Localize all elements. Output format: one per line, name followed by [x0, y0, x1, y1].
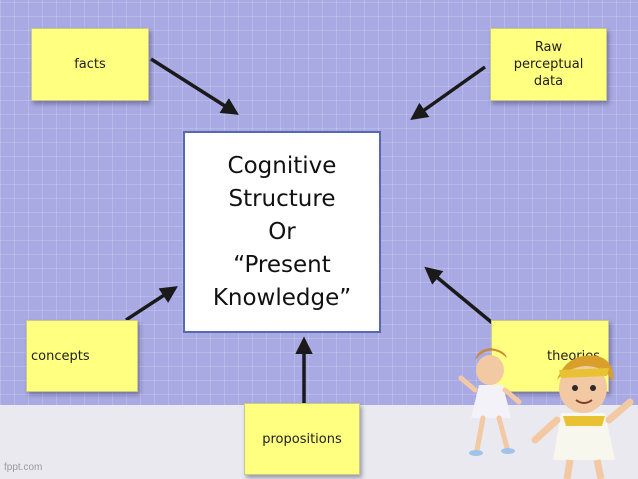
node-raw-perceptual-data-label: Raw perceptual data [513, 40, 584, 89]
node-concepts: concepts [26, 320, 138, 392]
node-facts-label: facts [74, 57, 106, 72]
watermark-text: fppt.com [4, 462, 43, 473]
center-node-label: Cognitive Structure Or “Present Knowledg… [212, 152, 352, 311]
center-node-cognitive-structure: Cognitive Structure Or “Present Knowledg… [183, 131, 381, 333]
node-raw-perceptual-data: Raw perceptual data [490, 28, 607, 101]
cartoon-dancing-figure-illustration [458, 348, 634, 479]
arrow-facts-to-center [150, 57, 239, 115]
node-propositions-label: propositions [262, 431, 342, 447]
arrow-theories-to-center [424, 266, 498, 328]
node-propositions: propositions [244, 403, 360, 475]
arrow-concepts-to-center [125, 286, 178, 322]
node-concepts-label: concepts [31, 348, 90, 364]
arrow-raw-to-center [410, 65, 487, 121]
node-facts: facts [31, 28, 149, 101]
